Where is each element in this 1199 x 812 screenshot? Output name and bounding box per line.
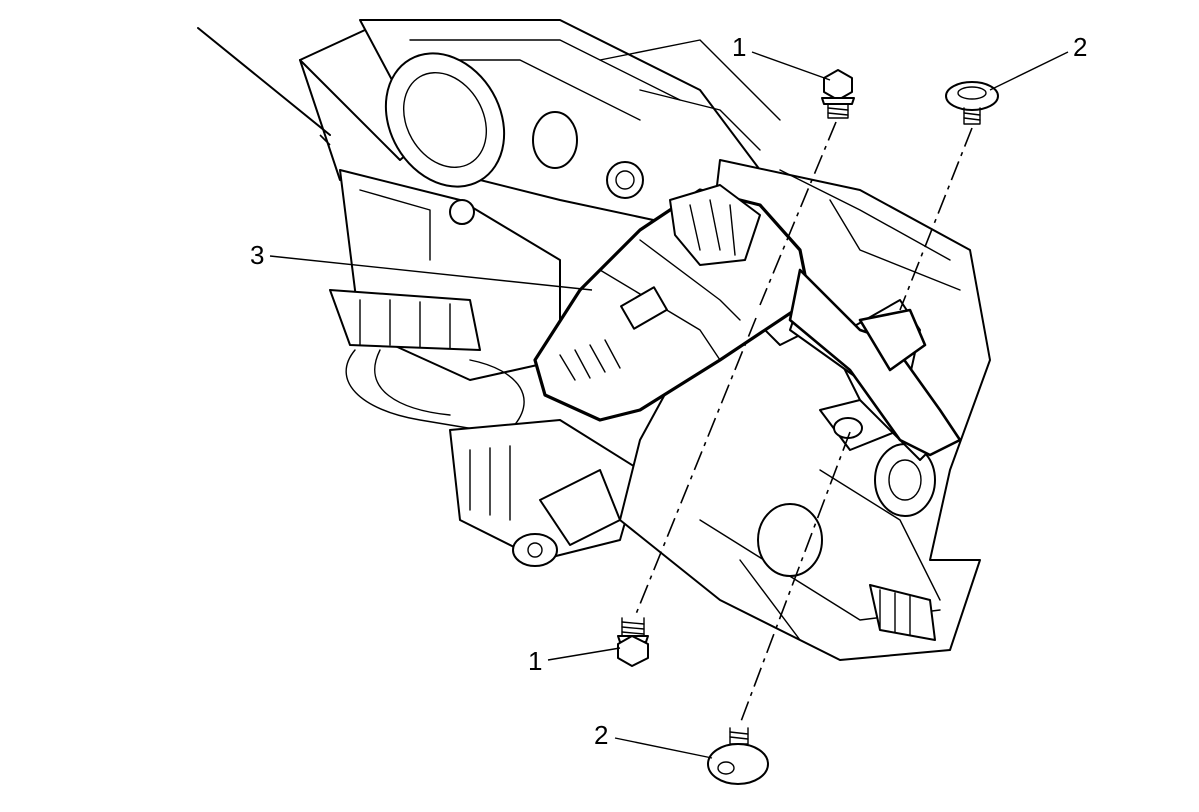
screw-bottom xyxy=(707,727,769,785)
callout-switch: 3 xyxy=(250,240,264,270)
fastener-axis-lines xyxy=(319,121,973,725)
screw-top xyxy=(945,81,999,125)
leader-lines xyxy=(269,51,1069,759)
callout-screw-bottom: 2 xyxy=(594,720,608,750)
bolt-top xyxy=(821,69,855,119)
callout-screw-top: 2 xyxy=(1073,32,1087,62)
switch-component xyxy=(533,184,962,457)
callout-bolt-bottom: 1 xyxy=(528,646,542,676)
callout-bolt-top: 1 xyxy=(732,32,746,62)
bolt-bottom xyxy=(617,617,649,667)
